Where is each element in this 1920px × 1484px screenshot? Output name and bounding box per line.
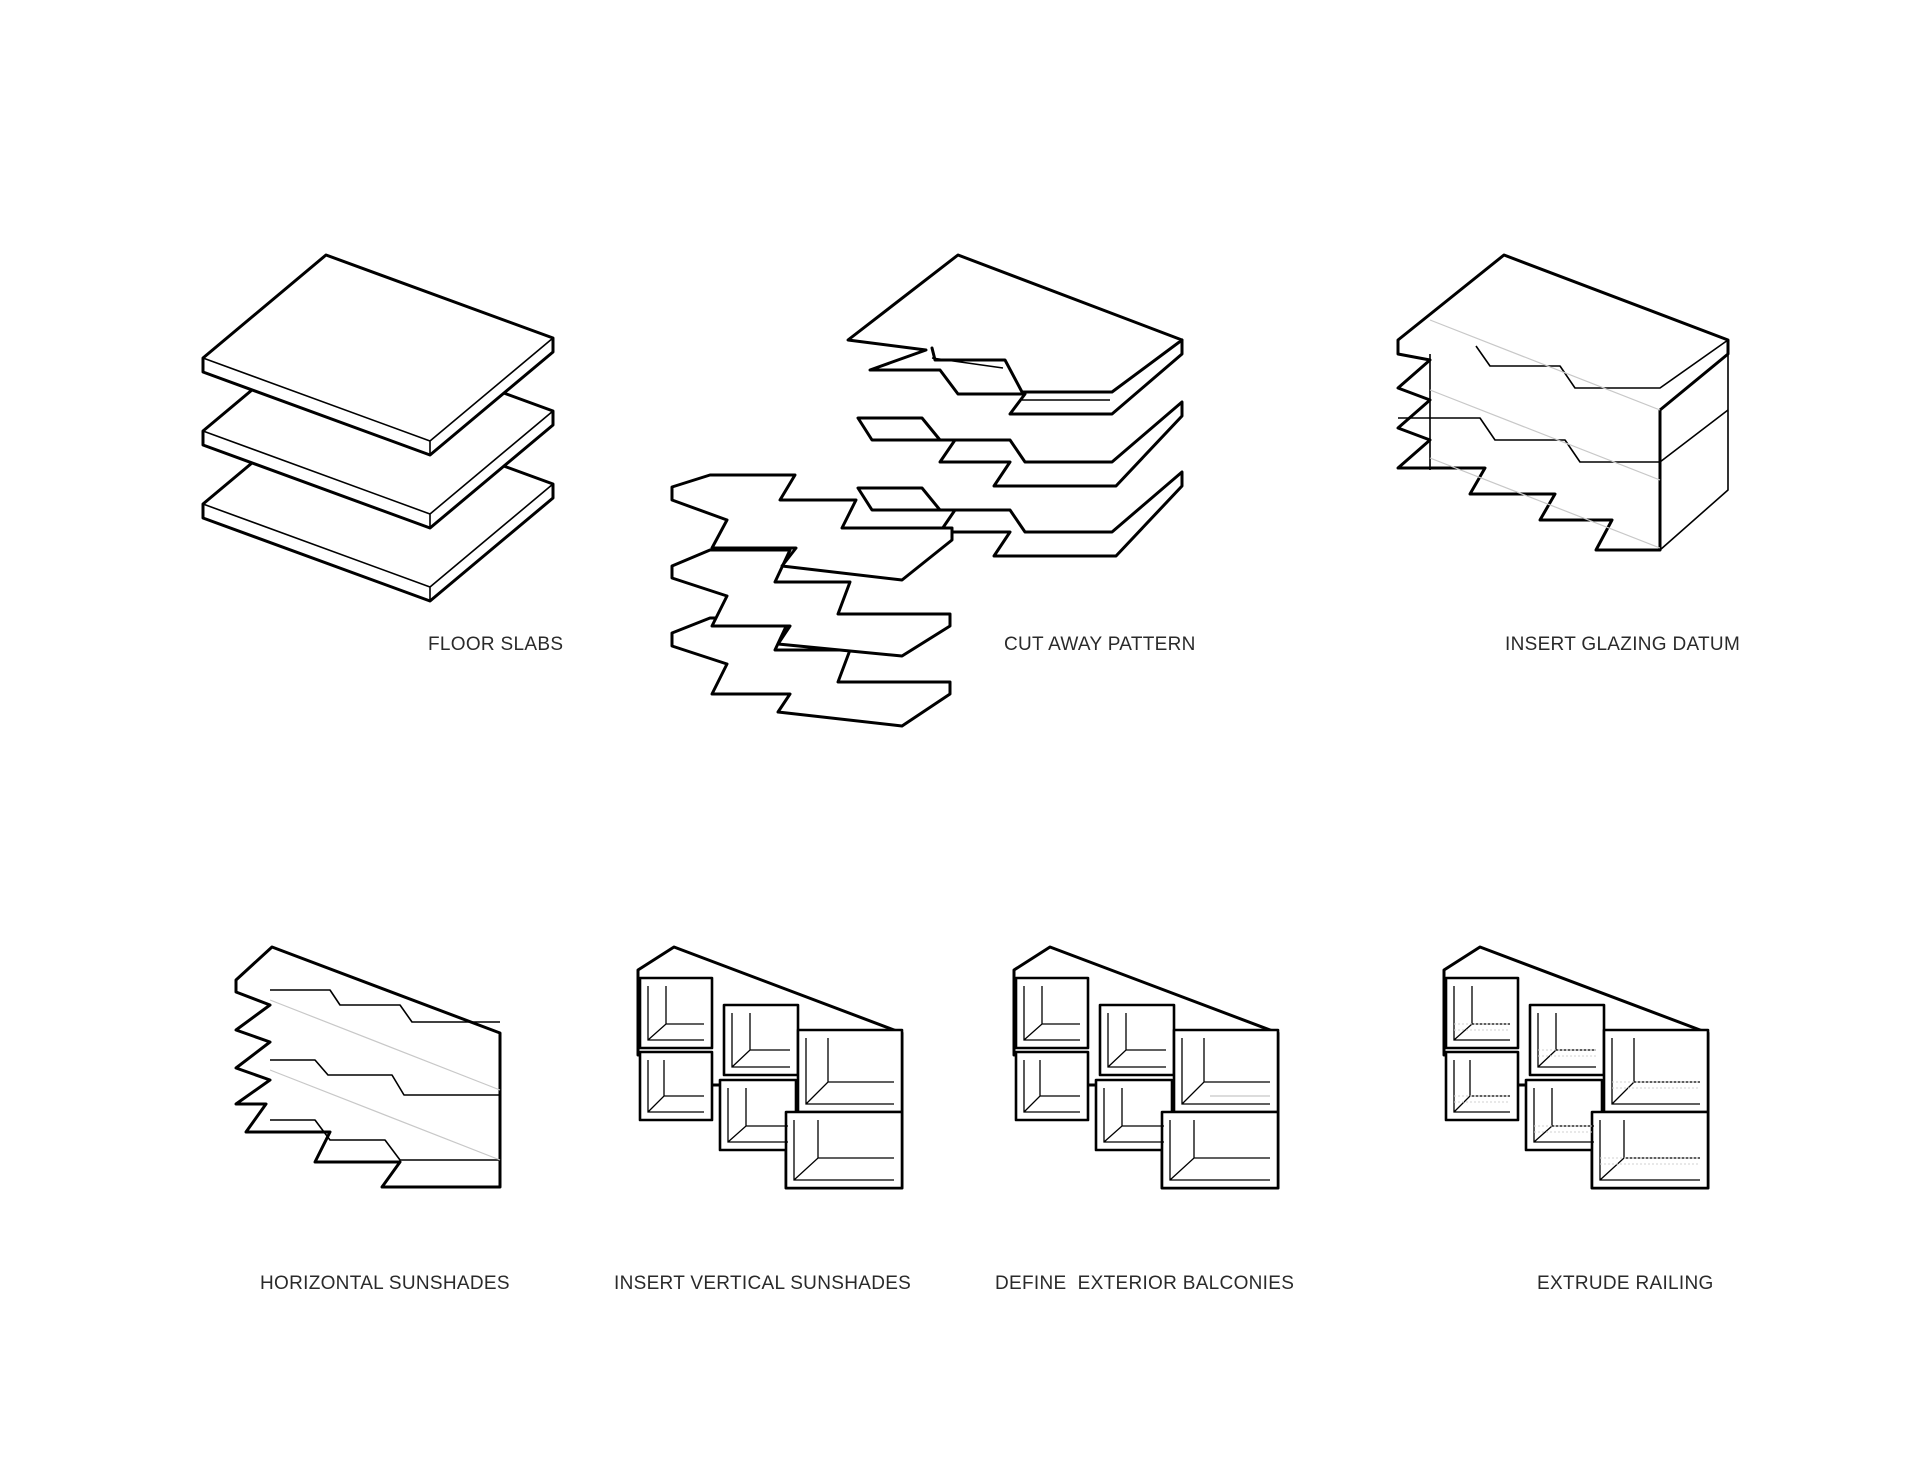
zigzag-slab-middle-right (856, 400, 1184, 488)
caption-cut-away-pattern: CUT AWAY PATTERN (1004, 634, 1196, 655)
insert-vertical-sunshades-figure (636, 945, 904, 1190)
insert-glazing-datum-figure (1396, 253, 1730, 552)
zigzag-slab-top-left (670, 473, 954, 582)
caption-insert-vertical-sunshades: INSERT VERTICAL SUNSHADES (614, 1273, 912, 1294)
define-exterior-balconies-figure (1012, 945, 1280, 1190)
zigzag-slab-top-right (846, 253, 1184, 416)
caption-horizontal-sunshades: HORIZONTAL SUNSHADES (260, 1273, 510, 1294)
caption-floor-slabs: FLOOR SLABS (428, 634, 564, 655)
floor-slabs-figure (201, 253, 555, 603)
caption-insert-glazing-datum: INSERT GLAZING DATUM (1505, 634, 1741, 655)
slab-top (201, 253, 555, 457)
caption-define-exterior-balconies: DEFINE EXTERIOR BALCONIES (995, 1273, 1295, 1294)
zigzag-slab-bottom-left (670, 616, 952, 728)
cut-away-pattern-figure (670, 253, 1184, 728)
zigzag-slab-bottom-right (856, 470, 1184, 558)
extrude-railing-figure (1442, 945, 1710, 1190)
caption-extrude-railing: EXTRUDE RAILING (1537, 1273, 1714, 1294)
horizontal-sunshades-figure (234, 945, 502, 1189)
